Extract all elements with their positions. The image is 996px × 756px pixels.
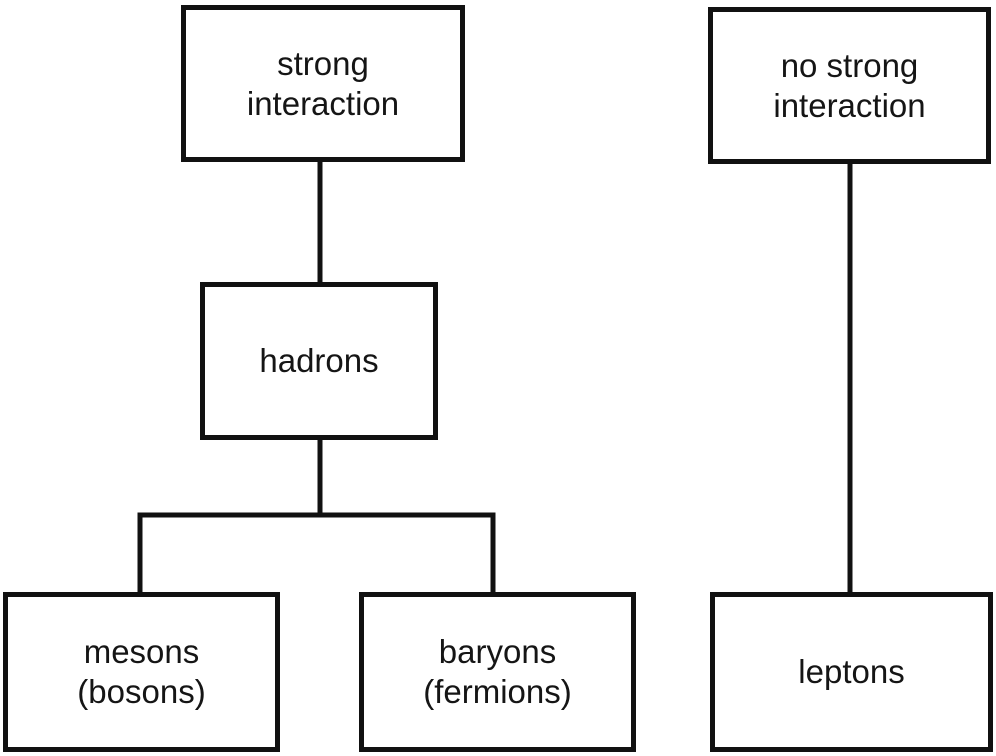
node-strong-interaction-line1: strong [277,44,369,82]
node-mesons-line1: mesons [83,633,200,671]
node-strong-interaction: strong interaction [181,5,465,162]
node-baryons-line2: (fermions) [423,673,572,710]
node-leptons-label: leptons [798,653,905,691]
node-no-strong-interaction: no strong interaction [708,7,991,164]
node-no-strong-interaction-line2: interaction [773,86,926,124]
node-no-strong-interaction-text: no strong interaction [773,46,925,125]
node-mesons-text: mesons (bosons) [77,632,205,711]
node-mesons-line2: (bosons) [77,673,206,710]
node-baryons: baryons (fermions) [359,592,636,752]
node-leptons: leptons [710,592,993,752]
node-hadrons-label: hadrons [259,342,379,380]
node-no-strong-interaction-line1: no strong [780,46,919,84]
node-baryons-line1: baryons [438,633,557,671]
node-mesons: mesons (bosons) [3,592,280,752]
node-hadrons: hadrons [200,282,438,440]
node-strong-interaction-line2: interaction [246,84,400,122]
node-strong-interaction-text: strong interaction [247,44,399,123]
node-baryons-text: baryons (fermions) [423,632,572,711]
